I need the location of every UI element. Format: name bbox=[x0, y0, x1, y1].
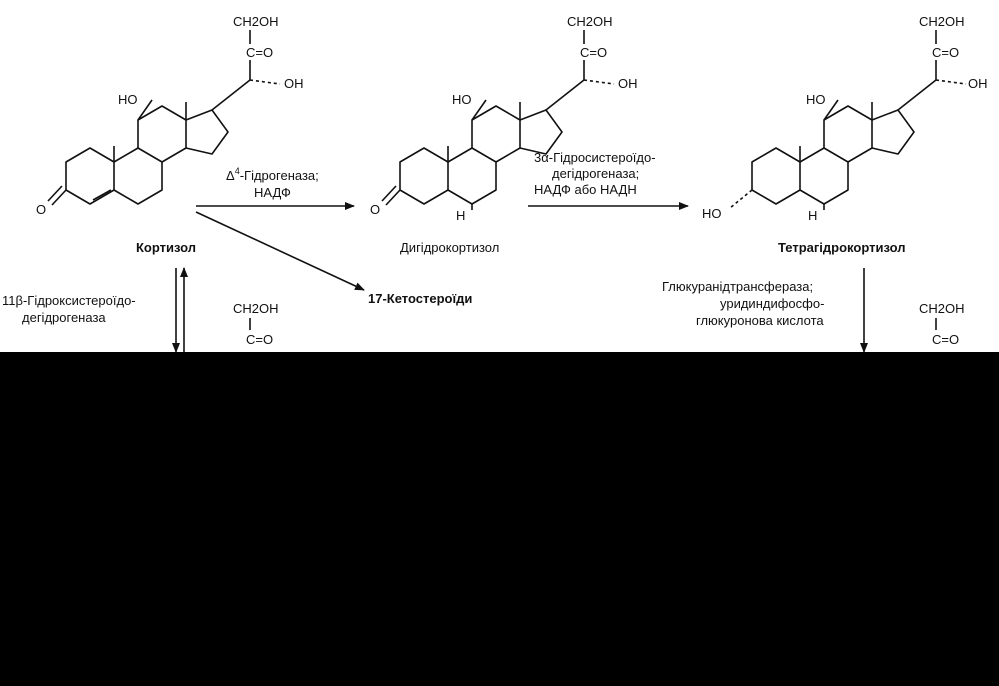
cortisol-keto-o: O bbox=[36, 202, 46, 217]
dihydrocortisol-co: C=O bbox=[580, 45, 607, 60]
cortisol-ch2oh: CH2OH bbox=[233, 14, 279, 29]
enzyme-glucuronyl-line2: уридиндифосфо- bbox=[720, 296, 824, 311]
enzyme-delta4-line2: НАДФ bbox=[254, 185, 291, 200]
enzyme-alpha3-line2: дегідрогеназа; bbox=[552, 166, 639, 181]
cortisol-co: C=O bbox=[246, 45, 273, 60]
enzyme-beta11-line1: 11β-Гідроксистероїдо- bbox=[2, 293, 136, 308]
dihydrocortisol-structure: O H HO CH2OH C=O OH bbox=[370, 14, 638, 223]
cortisol-ho11: HO bbox=[118, 92, 138, 107]
tetrahydrocortisol-co: C=O bbox=[932, 45, 959, 60]
dihydrocortisol-label: Дигідрокортизол bbox=[400, 240, 499, 255]
bottom-right-ch2oh: CH2OH bbox=[919, 301, 965, 316]
enzyme-alpha3-line1: 3α-Гідросистероїдо- bbox=[534, 150, 656, 165]
tetrahydrocortisol-ch2oh: CH2OH bbox=[919, 14, 965, 29]
tetrahydrocortisol-h5: H bbox=[808, 208, 817, 223]
enzyme-alpha3-line3: НАДФ або НАДН bbox=[534, 182, 637, 197]
enzyme-beta11-line2: дегідрогеназа bbox=[22, 310, 106, 325]
bottom-right-co: C=O bbox=[932, 332, 959, 347]
bottom-right-fragment: CH2OH C=O bbox=[919, 301, 965, 347]
bottom-left-co: C=O bbox=[246, 332, 273, 347]
tetrahydrocortisol-oh17: OH bbox=[968, 76, 988, 91]
tetrahydrocortisol-ho11: HO bbox=[806, 92, 826, 107]
cortisol-structure: O HO CH2OH C=O OH bbox=[36, 14, 304, 217]
dihydrocortisol-oh17: OH bbox=[618, 76, 638, 91]
tetrahydrocortisol-label: Тетрагідрокортизол bbox=[778, 240, 905, 255]
tetrahydrocortisol-structure: HO H HO CH2OH C=O OH bbox=[702, 14, 988, 223]
enzyme-delta4-line1: Δ4-Гідрогеназа; bbox=[226, 166, 319, 183]
cortisol-label: Кортизол bbox=[136, 240, 196, 255]
enzyme-glucuronyl-line3: глюкуронова кислота bbox=[696, 313, 824, 328]
dihydrocortisol-h5: H bbox=[456, 208, 465, 223]
tetrahydrocortisol-ho3: HO bbox=[702, 206, 722, 221]
cortisol-oh17: OH bbox=[284, 76, 304, 91]
arrow-cortisol-to-ketosteroids bbox=[195, 211, 365, 291]
dihydrocortisol-ch2oh: CH2OH bbox=[567, 14, 613, 29]
dihydrocortisol-ho11: HO bbox=[452, 92, 472, 107]
bottom-left-ch2oh: CH2OH bbox=[233, 301, 279, 316]
redacted-panel bbox=[0, 352, 999, 686]
enzyme-glucuronyl-line1: Глюкуранідтрансфераза; bbox=[662, 279, 813, 294]
bottom-left-fragment: CH2OH C=O bbox=[233, 301, 279, 347]
dihydrocortisol-keto-o: O bbox=[370, 202, 380, 217]
ketosteroids-label: 17-Кетостероїди bbox=[368, 291, 472, 306]
